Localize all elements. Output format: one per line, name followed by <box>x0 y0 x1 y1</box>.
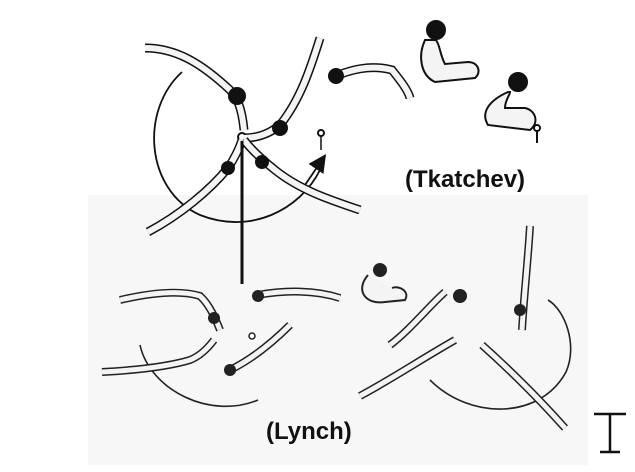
lynch-head-d <box>224 364 236 376</box>
position-marker-3 <box>248 332 256 340</box>
rotation-arc <box>153 71 321 223</box>
paper-tone <box>88 195 588 465</box>
pike-figure-2-body <box>484 91 537 132</box>
figure-head-4 <box>255 155 269 169</box>
pike-figure-1-head <box>426 20 446 40</box>
tkatchev-rotation-group <box>144 36 415 236</box>
lynch-head-c <box>252 290 264 302</box>
position-marker-1 <box>317 129 325 137</box>
lynch-figures <box>101 225 568 431</box>
figure-head-1 <box>228 87 246 105</box>
tkatchev-pike-figures <box>420 20 541 143</box>
lynch-tuck-body <box>361 274 408 304</box>
lynch-heads <box>208 263 526 376</box>
figure-head-3 <box>221 161 235 175</box>
lynch-arc-right <box>429 299 572 410</box>
tkatchev-caption: (Tkatchev) <box>405 166 526 193</box>
pike-figure-2-head <box>508 72 528 92</box>
rotation-arrow <box>304 154 327 186</box>
lynch-tuck-head <box>373 263 387 277</box>
pike-figure-1-body <box>420 39 480 84</box>
position-marker-2 <box>533 124 541 132</box>
lynch-arc-left <box>139 344 259 408</box>
flight-figure-head <box>328 68 344 84</box>
figure-head-2 <box>272 120 288 136</box>
lynch-sequence-group <box>139 299 572 410</box>
lynch-caption: (Lynch) <box>266 418 352 445</box>
high-bar-icon <box>594 412 626 454</box>
lynch-head-h <box>514 304 526 316</box>
lynch-head-a <box>208 312 220 324</box>
lynch-head-e <box>453 289 467 303</box>
